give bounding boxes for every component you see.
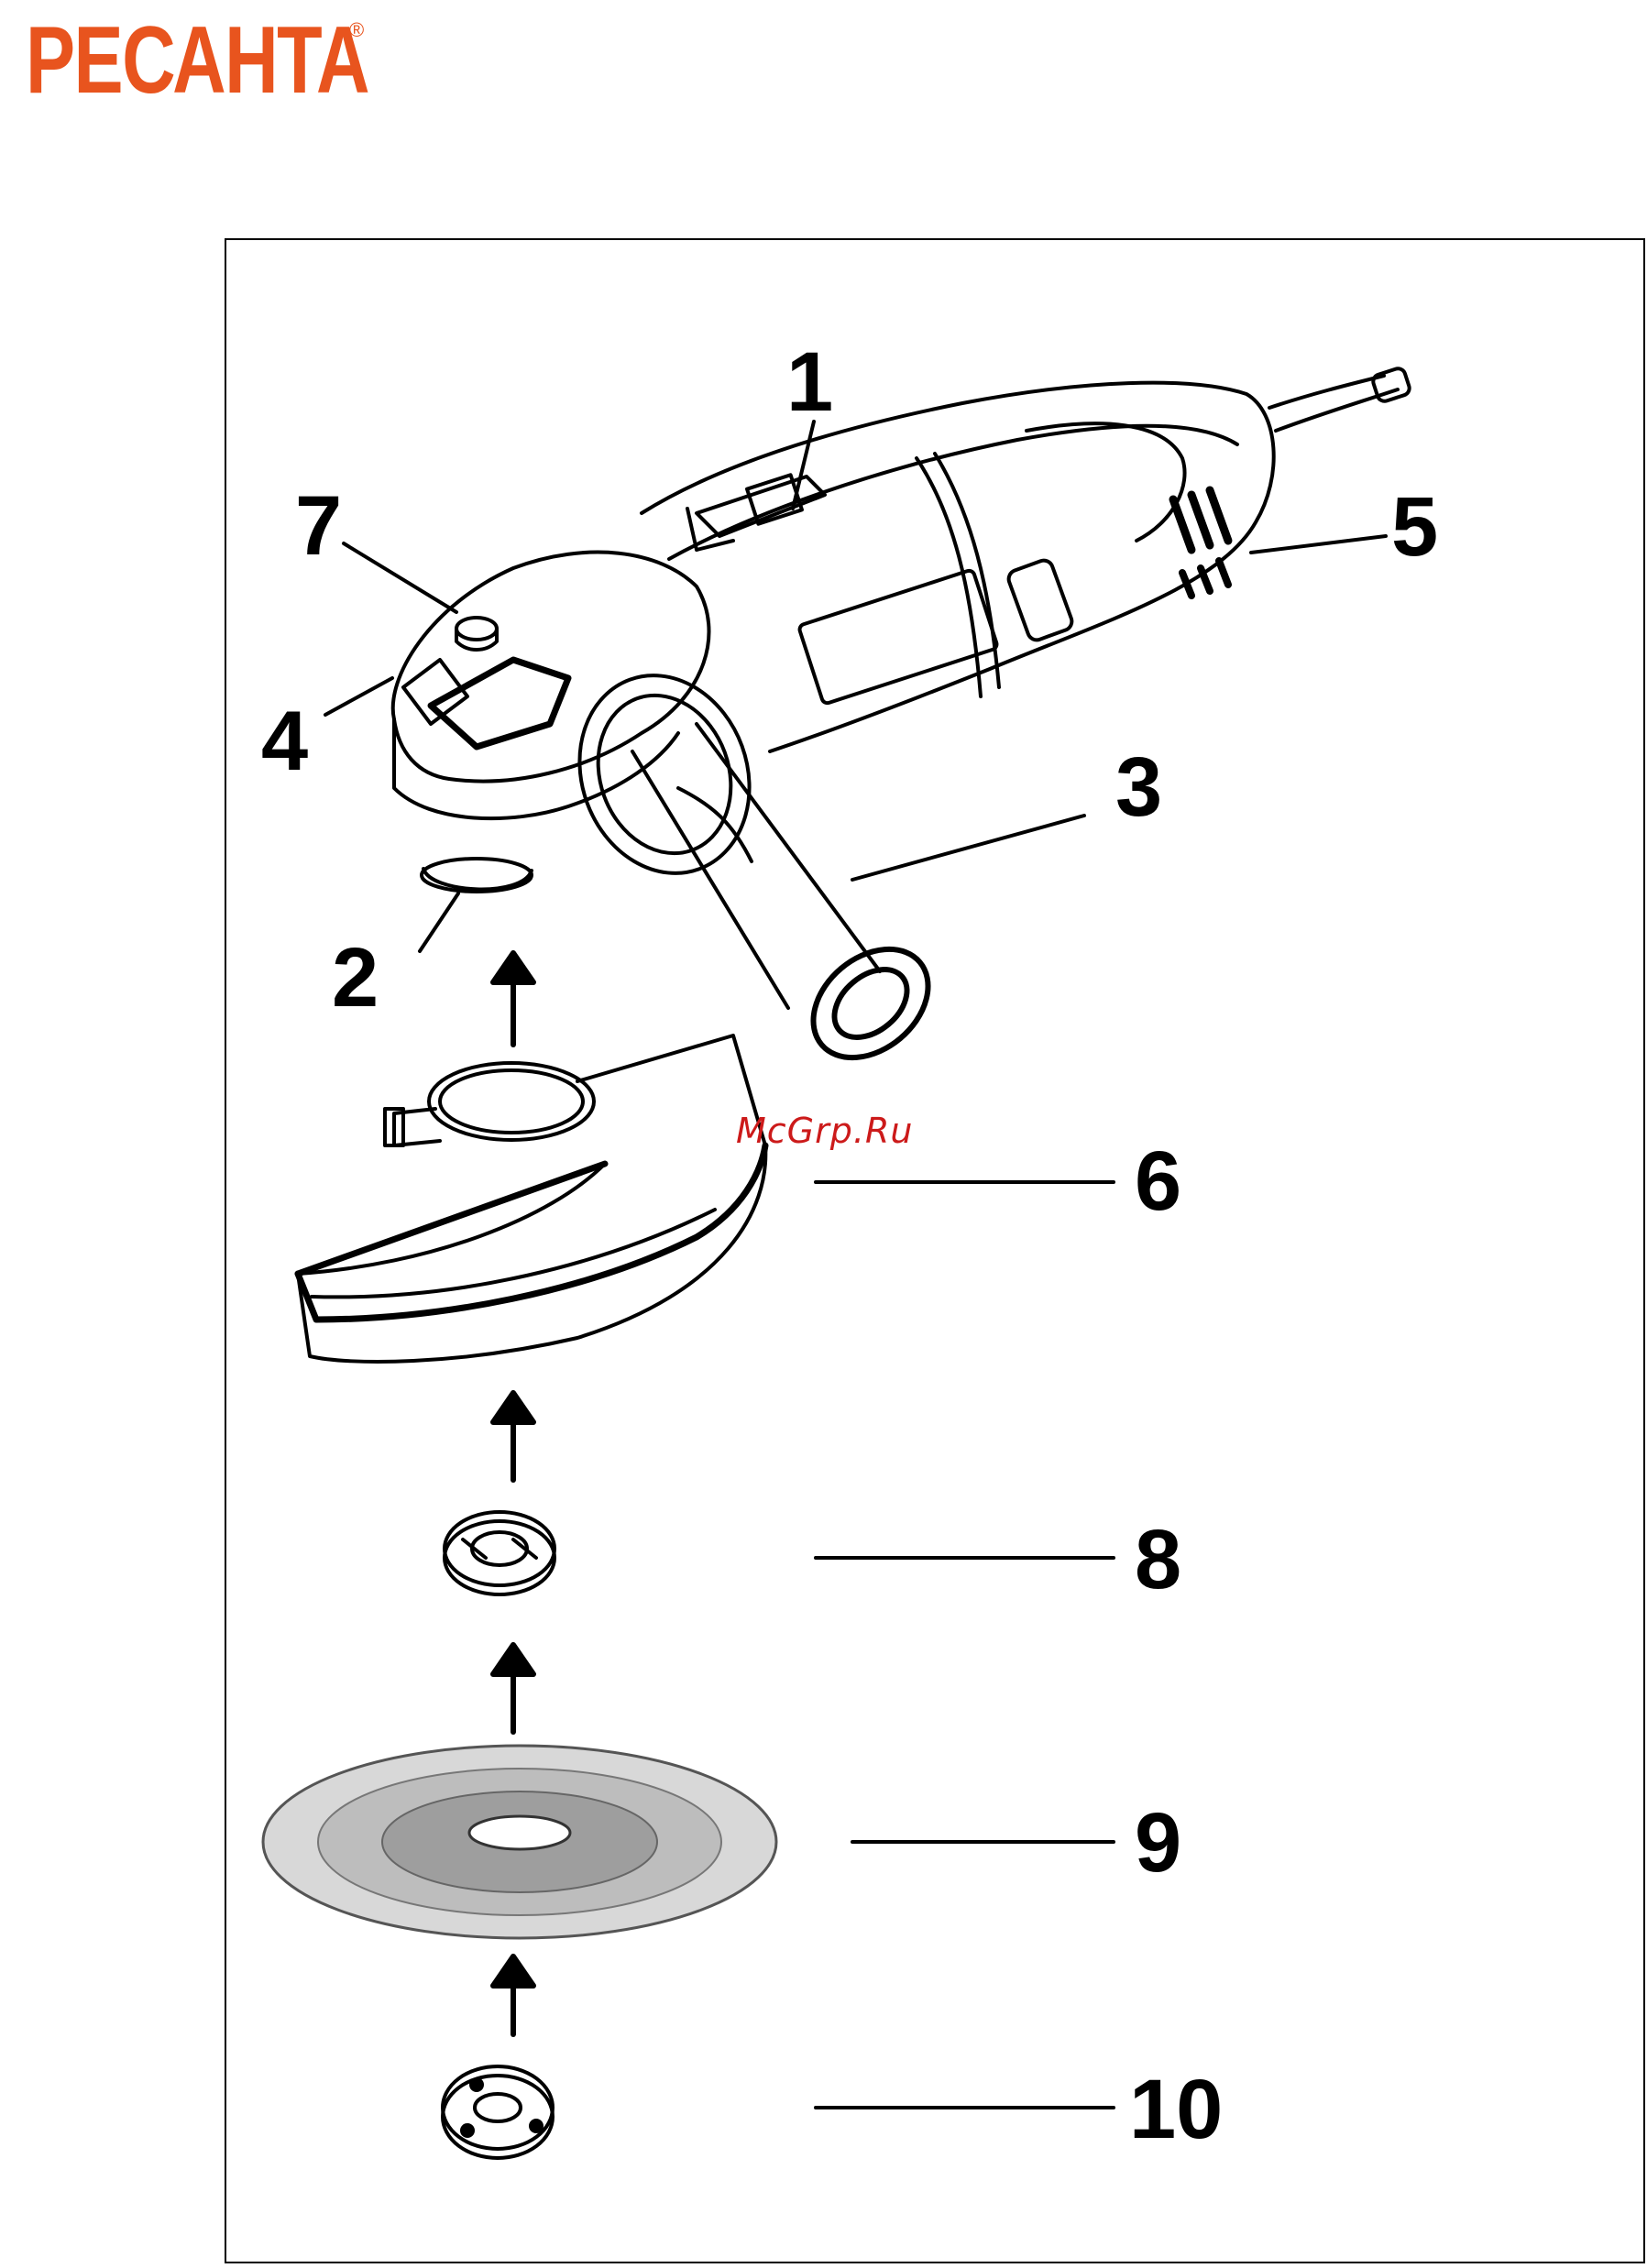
callout-2: 2 [332,931,379,1024]
callout-8: 8 [1135,1513,1181,1606]
callout-7: 7 [295,479,342,573]
callout-9: 9 [1135,1796,1181,1890]
outer-nut-illustration [443,2066,553,2158]
callout-6: 6 [1135,1134,1181,1228]
callout-4: 4 [261,695,308,788]
disc-illustration [263,1746,776,1938]
grinder-illustration [393,367,1411,1079]
callout-1: 1 [786,335,833,429]
callout-5: 5 [1391,480,1438,574]
inner-flange-illustration [445,1512,554,1594]
leader-5 [1251,536,1386,553]
guard-illustration [298,1035,765,1362]
watermark: McGrp.Ru [736,1111,913,1151]
callout-3: 3 [1115,740,1162,834]
leader-4 [325,678,392,715]
leader-7 [344,543,456,612]
leader-3 [852,816,1084,880]
callout-10: 10 [1129,2063,1223,2156]
leader-2 [420,893,458,951]
